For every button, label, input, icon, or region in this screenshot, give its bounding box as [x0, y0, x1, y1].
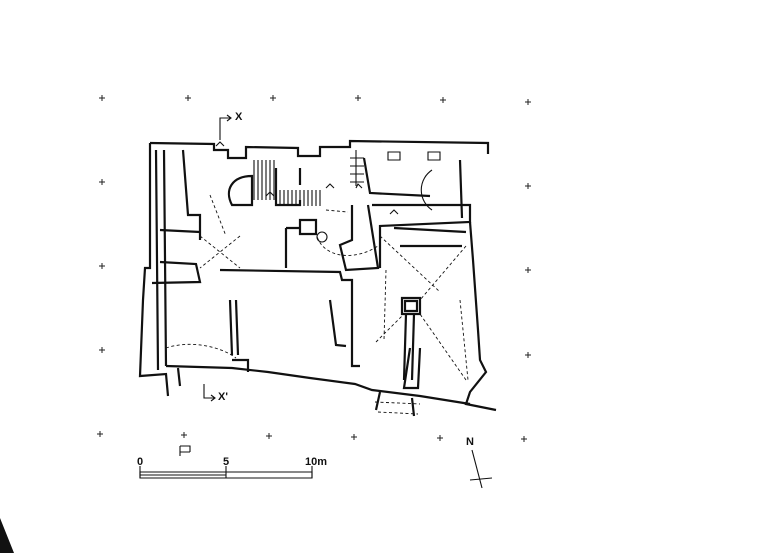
- scale-tick-0: 0: [137, 456, 144, 468]
- stairs-and-vaults: [165, 150, 469, 415]
- scale-tick-5: 5: [223, 456, 230, 468]
- north-label: N: [466, 436, 474, 448]
- section-label-top: X: [235, 111, 243, 123]
- north-arrow: [469, 449, 493, 489]
- corner-shadow: [0, 518, 14, 553]
- section-markers: [203, 114, 399, 402]
- grid-crosses: [97, 95, 531, 442]
- scale-bar: [139, 445, 313, 479]
- section-label-bottom: X': [218, 391, 228, 403]
- outer-walls: [138, 139, 497, 412]
- interior-walls: [151, 149, 472, 417]
- scale-tick-10m: 10m: [305, 456, 328, 468]
